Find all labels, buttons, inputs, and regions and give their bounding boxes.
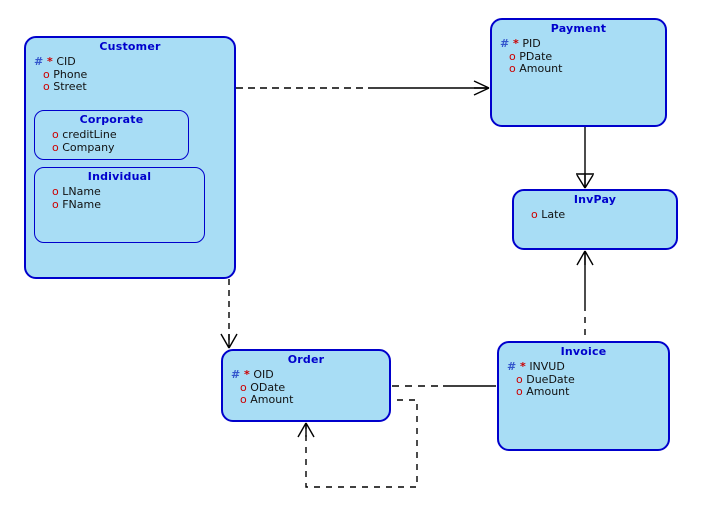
entity-payment[interactable]: Payment # * PID o PDate o Amount — [490, 18, 667, 127]
entity-order[interactable]: Order # * OID o ODate o Amount — [221, 349, 391, 422]
optional-marker-icon: o — [516, 372, 523, 386]
attribute-row: # * PID — [500, 37, 665, 51]
optional-marker-icon: o — [240, 380, 247, 394]
attribute-row: o Late — [522, 208, 676, 222]
attribute-label: LName — [62, 185, 101, 198]
attribute-label: PID — [522, 37, 541, 50]
optional-marker-icon: o — [516, 385, 523, 398]
optional-marker-icon: o — [52, 197, 59, 211]
entity-payment-attributes: # * PID o PDate o Amount — [492, 37, 665, 76]
relationship-payment-invpay — [576, 127, 594, 189]
attribute-row: o Phone — [34, 67, 234, 82]
entity-invpay[interactable]: InvPay o Late — [512, 189, 678, 250]
pk-marker-icon: # — [34, 55, 44, 68]
entity-corporate-attributes: o creditLine o Company — [35, 128, 188, 155]
attribute-row: o creditLine — [43, 128, 188, 142]
attribute-label: Late — [541, 208, 566, 221]
entity-customer-attributes: # * CID o Phone o Street — [26, 55, 234, 94]
optional-marker-icon: o — [509, 49, 516, 63]
attribute-row: o Amount — [231, 393, 389, 407]
relationship-customer-payment — [236, 80, 490, 96]
optional-marker-icon: o — [531, 208, 538, 221]
optional-marker-icon: o — [240, 393, 247, 406]
pk-marker-icon: # — [231, 368, 241, 381]
attribute-label: PDate — [519, 49, 553, 63]
mandatory-marker-icon: * — [509, 37, 519, 50]
attribute-label: OID — [253, 368, 274, 381]
entity-invoice[interactable]: Invoice # * INVUD o DueDate o Amount — [497, 341, 670, 451]
optional-marker-icon: o — [52, 128, 59, 141]
attribute-label: Company — [62, 140, 115, 154]
attribute-row: # * INVUD — [507, 360, 668, 374]
attribute-row: o Street — [34, 80, 234, 94]
attribute-label: Amount — [526, 385, 570, 398]
attribute-label: Phone — [53, 67, 88, 81]
attribute-label: INVUD — [529, 360, 565, 373]
attribute-row: o Amount — [507, 385, 668, 399]
attribute-label: CID — [56, 55, 76, 68]
attribute-row: o Amount — [500, 62, 665, 76]
entity-invpay-title: InvPay — [573, 193, 617, 206]
pk-marker-icon: # — [507, 360, 517, 373]
mandatory-marker-icon: * — [43, 55, 53, 68]
entity-invoice-attributes: # * INVUD o DueDate o Amount — [499, 360, 668, 399]
optional-marker-icon: o — [43, 67, 50, 81]
entity-corporate[interactable]: Corporate o creditLine o Company — [34, 110, 189, 160]
attribute-row: o PDate — [500, 49, 665, 64]
pk-marker-icon: # — [500, 37, 510, 50]
entity-payment-title: Payment — [550, 22, 607, 35]
entity-individual[interactable]: Individual o LName o FName — [34, 167, 205, 243]
attribute-row: # * OID — [231, 368, 389, 382]
attribute-row: o LName — [43, 185, 204, 199]
entity-invpay-attributes: o Late — [514, 208, 676, 222]
optional-marker-icon: o — [52, 185, 59, 198]
attribute-row: o FName — [43, 197, 204, 212]
relationship-invpay-invoice — [576, 250, 594, 340]
attribute-row: # * CID — [34, 55, 234, 69]
relationship-customer-order — [220, 279, 238, 349]
entity-corporate-title: Corporate — [79, 113, 144, 126]
optional-marker-icon: o — [43, 80, 50, 93]
attribute-row: o ODate — [231, 380, 389, 395]
attribute-row: o Company — [43, 140, 188, 155]
entity-individual-title: Individual — [87, 170, 152, 183]
attribute-label: Amount — [519, 62, 563, 75]
optional-marker-icon: o — [509, 62, 516, 75]
entity-order-attributes: # * OID o ODate o Amount — [223, 368, 389, 407]
attribute-label: Amount — [250, 393, 294, 406]
mandatory-marker-icon: * — [516, 360, 526, 373]
attribute-label: ODate — [250, 380, 286, 394]
attribute-label: creditLine — [62, 128, 117, 141]
attribute-label: DueDate — [526, 372, 575, 386]
entity-order-title: Order — [287, 353, 325, 366]
mandatory-marker-icon: * — [240, 368, 250, 381]
attribute-label: FName — [62, 197, 102, 211]
attribute-label: Street — [53, 80, 87, 93]
entity-customer-title: Customer — [99, 40, 161, 53]
attribute-row: o DueDate — [507, 372, 668, 387]
entity-invoice-title: Invoice — [560, 345, 607, 358]
entity-individual-attributes: o LName o FName — [35, 185, 204, 212]
optional-marker-icon: o — [52, 140, 59, 154]
